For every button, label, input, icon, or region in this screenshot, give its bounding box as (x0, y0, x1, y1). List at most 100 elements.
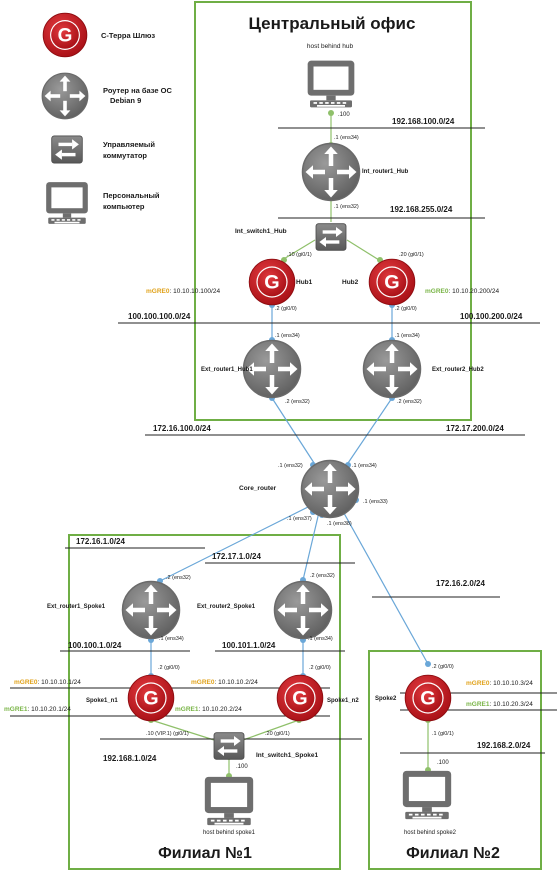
spoke1-n2-mgre0-value: : 10.10.10.2/24 (214, 679, 258, 686)
legend-pc-label-2: компьютер (103, 202, 145, 211)
core-port-r: .1 (ens33) (363, 499, 388, 505)
hub2-gateway-icon (368, 258, 416, 306)
hub2-mgre0: mGRE0: 10.10.20.200/24 (425, 288, 499, 295)
spoke1-n1-gateway-icon (127, 674, 175, 722)
hub1-mgre0-value: : 10.10.10.100/24 (169, 288, 220, 295)
legend-router-icon (41, 72, 89, 120)
ext2-hub-bot-port: .2 (ens32) (397, 399, 422, 405)
hub-host-ip: .100 (338, 112, 350, 118)
spoke1-n2-ext-port: .2 (gi0/0) (309, 665, 331, 671)
hub1-int-port: .10 (gi0/1) (287, 252, 312, 258)
spoke1-host-pc-icon (204, 776, 254, 826)
core-area: 172.16.100.0/24 172.17.200.0/24 .1 (ens3… (76, 424, 504, 588)
hub1-ext-port: .2 (gi0/0) (275, 306, 297, 312)
net-192-168-100: 192.168.100.0/24 (392, 117, 455, 126)
spoke2-host-pc-icon (402, 770, 452, 820)
spoke1-host-name: host behind spoke1 (203, 830, 256, 836)
core-port-bm: .1 (ens38) (327, 521, 352, 527)
link-ext1-core (271, 397, 317, 467)
ext2-spoke1-bot-port: .1 (ens34) (308, 636, 333, 642)
net-100-100-100: 100.100.100.0/24 (128, 312, 191, 321)
ext-router1-spoke1-label: Ext_router1_Spoke1 (47, 604, 106, 610)
int-router-top-port: .1 (ens34) (334, 135, 359, 141)
spoke1-n1-mgre0-value: : 10.10.10.1/24 (37, 679, 81, 686)
hub2-int-port: .20 (gi0/1) (399, 252, 424, 258)
spoke2-gateway-icon (404, 674, 452, 722)
net-172-16-1: 172.16.1.0/24 (76, 537, 125, 546)
ext-router1-hub1-label: Ext_router1_Hub1 (201, 367, 253, 373)
spoke2-host-name: host behind spoke2 (404, 830, 457, 836)
net-172-16-2: 172.16.2.0/24 (436, 579, 485, 588)
hub-host-pc-icon (307, 60, 355, 108)
link-switch-hub1 (281, 239, 316, 261)
ext-router2-hub2-icon (362, 339, 422, 399)
hub1-mgre0-key: mGRE0 (146, 288, 170, 295)
hub2-label: Hub2 (342, 279, 359, 286)
spoke2-mgre0: mGRE0: 10.10.10.3/24 (466, 680, 533, 687)
frames (68, 1, 542, 870)
core-port-ul: .1 (ens32) (278, 463, 303, 469)
central-office: Центральный офис host behind hub .100 19… (128, 14, 523, 405)
spoke1-n1-mgre0: mGRE0: 10.10.10.1/24 (14, 679, 81, 686)
hub-host-name: host behind hub (307, 43, 354, 50)
int-switch-spoke1-label: Int_switch1_Spoke1 (256, 752, 319, 759)
spoke1-n2-lan-port: .20 (gi0/1) (265, 731, 290, 737)
spoke2-mgre1-key: mGRE1 (466, 701, 490, 708)
link-ext2-core (345, 397, 393, 467)
int-router-hub-label: Int_router1_Hub (362, 169, 409, 175)
legend-switch-label-1: Управляемый (103, 140, 155, 149)
legend-router-label-2: Debian 9 (110, 96, 141, 105)
branch1: .2 (ens32) .2 (ens32) Ext_router1_Spoke1… (4, 573, 359, 862)
spoke2-mgre1: mGRE1: 10.10.20.3/24 (466, 701, 533, 708)
branch2: .2 (gi0/0) Spoke2 mGRE0: 10.10.10.3/24 m… (375, 664, 533, 862)
net-192-168-255: 192.168.255.0/24 (390, 205, 453, 214)
link-switch-hub2 (346, 239, 380, 261)
int-switch-spoke1-icon (213, 732, 245, 760)
legend-router-label-1: Роутер на базе ОС (103, 86, 172, 95)
link-n1-switch (150, 719, 215, 741)
link-core-ext2-spoke1 (302, 507, 321, 581)
central-office-frame (194, 1, 472, 421)
net-100-100-1: 100.100.1.0/24 (68, 641, 122, 650)
spoke1-n1-lan-port: .10 (VIP.1) (gi0/1) (146, 731, 189, 737)
net-100-100-200: 100.100.200.0/24 (460, 312, 523, 321)
ext-router2-spoke1-label: Ext_router2_Spoke1 (197, 604, 256, 610)
spoke1-n1-mgre0-key: mGRE0 (14, 679, 38, 686)
branch1-frame (68, 534, 341, 870)
hub1-label: Hub1 (296, 279, 313, 286)
core-router-label: Core_router (239, 485, 277, 492)
legend-gateway-label: С-Терра Шлюз (101, 31, 155, 40)
ext-router2-spoke1-icon (273, 580, 333, 640)
legend: С-Терра Шлюз Роутер на базе ОС Debian 9 … (41, 12, 172, 224)
spoke1-n2-label: Spoke1_n2 (327, 698, 359, 704)
net-172-17-1: 172.17.1.0/24 (212, 552, 261, 561)
ext1-spoke1-top-port: .2 (ens32) (166, 575, 191, 581)
spoke2-mgre1-value: : 10.10.20.3/24 (489, 701, 533, 708)
spoke2-ext-port: .2 (gi0/0) (432, 664, 454, 670)
net-192-168-2: 192.168.2.0/24 (477, 741, 531, 750)
net-172-16-100: 172.16.100.0/24 (153, 424, 211, 433)
central-office-title: Центральный офис (249, 14, 416, 33)
links (150, 113, 429, 776)
spoke1-n1-label: Spoke1_n1 (86, 698, 118, 704)
spoke2-mgre0-key: mGRE0 (466, 680, 490, 687)
spoke1-n1-mgre1-key: mGRE1 (4, 706, 28, 713)
ext1-hub-top-port: .1 (ens34) (275, 333, 300, 339)
net-100-101-1: 100.101.1.0/24 (222, 641, 276, 650)
int-router-hub-icon (301, 142, 361, 202)
hub1-mgre0: mGRE0: 10.10.10.100/24 (146, 288, 220, 295)
ext1-spoke1-bot-port: .1 (ens34) (159, 636, 184, 642)
spoke1-n2-mgre0-key: mGRE0 (191, 679, 215, 686)
spoke1-n2-mgre1-value: : 10.10.20.2/24 (198, 706, 242, 713)
legend-pc-icon (46, 182, 88, 224)
branch1-title: Филиал №1 (158, 845, 252, 862)
hub2-ext-port: .2 (gi0/0) (395, 306, 417, 312)
core-port-ur: .1 (ens34) (352, 463, 377, 469)
ext2-spoke1-top-port: .2 (ens32) (310, 573, 335, 579)
spoke2-lan-port: .1 (gi0/1) (432, 731, 454, 737)
spoke1-host-ip: .100 (236, 764, 248, 770)
int-switch-hub-label: Int_switch1_Hub (235, 228, 287, 235)
hub1-gateway-icon (248, 258, 296, 306)
ext1-hub-bot-port: .2 (ens32) (285, 399, 310, 405)
spoke1-n1-mgre1-value: : 10.10.20.1/24 (27, 706, 71, 713)
